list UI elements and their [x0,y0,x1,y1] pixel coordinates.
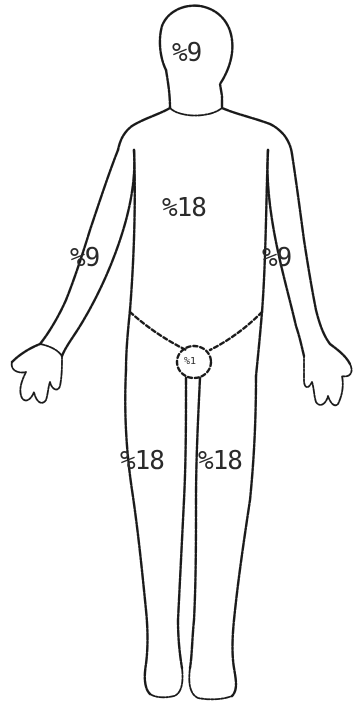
shoulder-right [222,108,292,154]
neck-left [166,70,170,108]
right-arm-outer [292,154,350,364]
left-leg-inner [178,378,186,668]
neckline [170,108,222,116]
left-leg-outer [125,370,150,694]
left-arm-percentage-label: %9 [262,245,291,271]
left-leg-percentage-label: %18 [198,448,242,474]
right-foot [189,668,232,699]
right-arm-percentage-label: %9 [70,245,99,271]
head-percentage-label: %9 [172,40,201,66]
right-hand [304,356,352,405]
right-leg-outer [232,376,256,696]
trunk-percentage-label: %18 [162,195,206,221]
left-arm-outer [12,150,118,362]
right-leg-inner [190,378,200,668]
waist-boundary [130,312,262,350]
left-hand [12,344,62,403]
groin-percentage-label: %1 [184,357,196,367]
left-foot [150,668,183,697]
shoulder-left [118,108,170,150]
right-leg-percentage-label: %18 [120,448,164,474]
